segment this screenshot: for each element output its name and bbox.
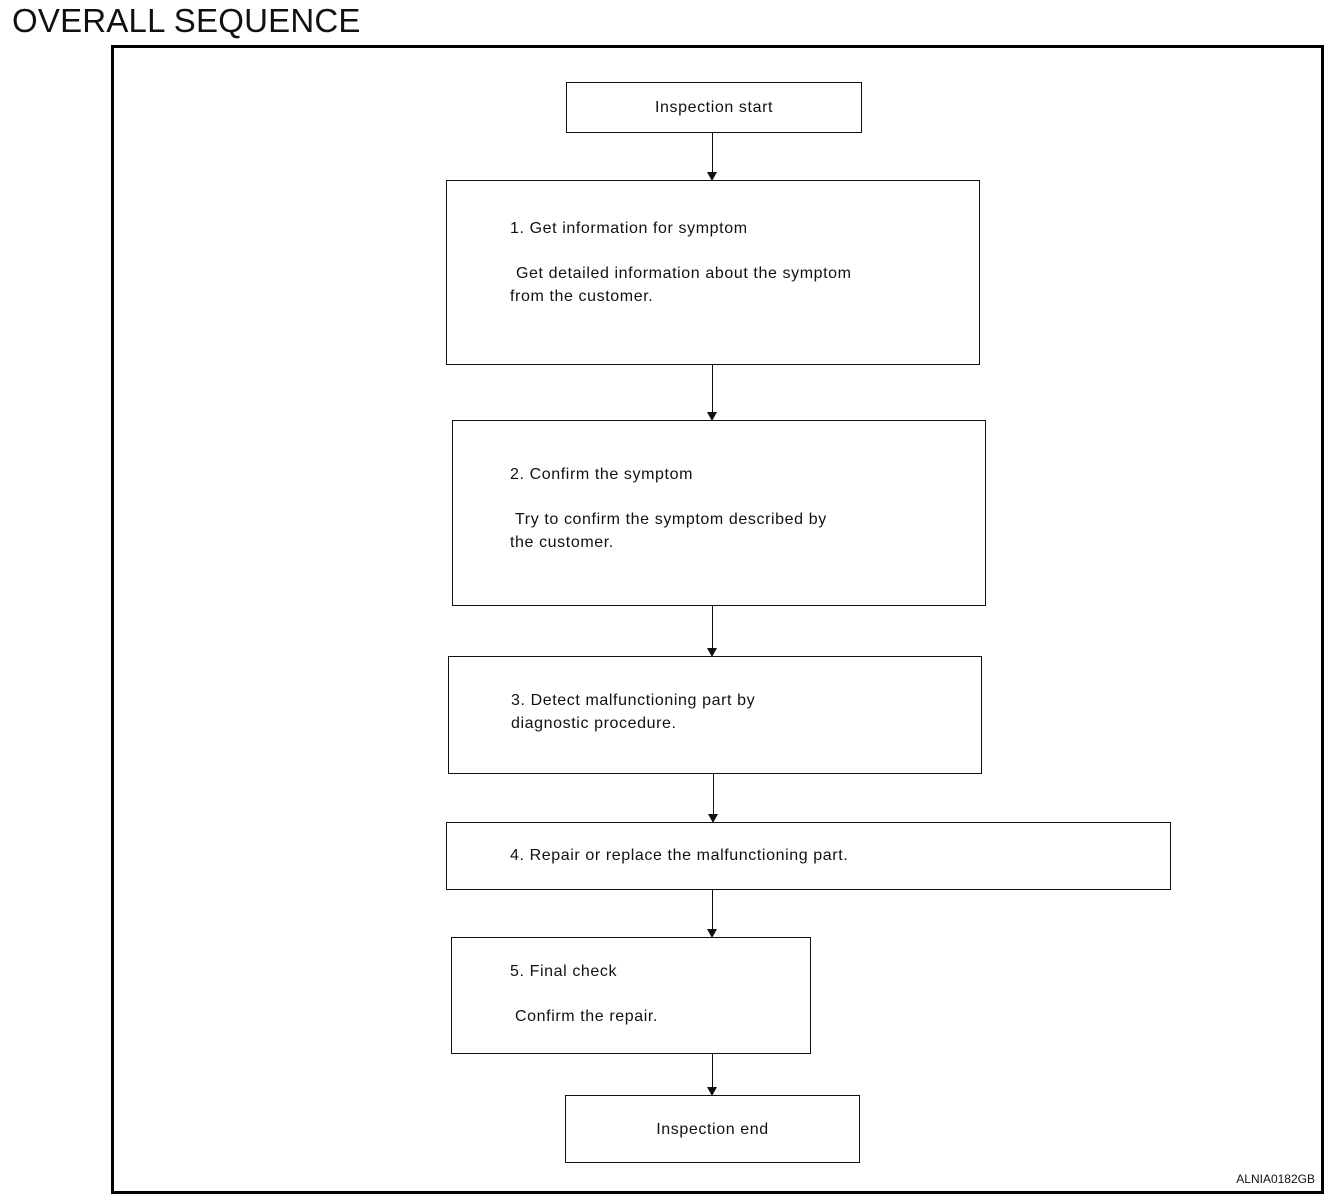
start-box: Inspection start <box>566 82 862 133</box>
end-label: Inspection end <box>656 1120 769 1138</box>
step2-desc-line2: the customer. <box>510 534 614 551</box>
step3-box: 3. Detect malfunctioning part by diagnos… <box>448 656 982 774</box>
arrow-step3-to-step4 <box>708 774 718 823</box>
step5-title: 5. Final check <box>510 963 618 980</box>
step1-title: 1. Get information for symptom <box>510 220 748 237</box>
step3-line1: 3. Detect malfunctioning part by <box>511 692 756 709</box>
step1-box: 1. Get information for symptom Get detai… <box>446 180 980 365</box>
figure-code: ALNIA0182GB <box>1236 1172 1315 1186</box>
step2-box: 2. Confirm the symptom Try to confirm th… <box>452 420 986 606</box>
step3-line2: diagnostic procedure. <box>511 715 677 732</box>
arrow-step5-to-end <box>707 1054 717 1096</box>
step5-box: 5. Final check Confirm the repair. <box>451 937 811 1054</box>
step4-box: 4. Repair or replace the malfunctioning … <box>446 822 1171 890</box>
arrow-step4-to-step5 <box>707 890 717 938</box>
start-label: Inspection start <box>654 99 774 116</box>
step2-title: 2. Confirm the symptom <box>510 466 694 483</box>
step5-desc: Confirm the repair. <box>515 1008 659 1025</box>
arrow-start-to-step1 <box>707 133 717 181</box>
step4-title: 4. Repair or replace the malfunctioning … <box>510 847 849 864</box>
step1-desc-line1: Get detailed information about the sympt… <box>516 265 852 282</box>
page-title: OVERALL SEQUENCE <box>12 2 361 39</box>
step2-desc-line1: Try to confirm the symptom described by <box>515 511 827 528</box>
arrow-step1-to-step2 <box>707 365 717 421</box>
end-box: Inspection end <box>565 1095 860 1163</box>
step1-desc-line2: from the customer. <box>510 288 654 305</box>
arrow-step2-to-step3 <box>707 606 717 657</box>
diagram-frame <box>111 45 1324 1194</box>
